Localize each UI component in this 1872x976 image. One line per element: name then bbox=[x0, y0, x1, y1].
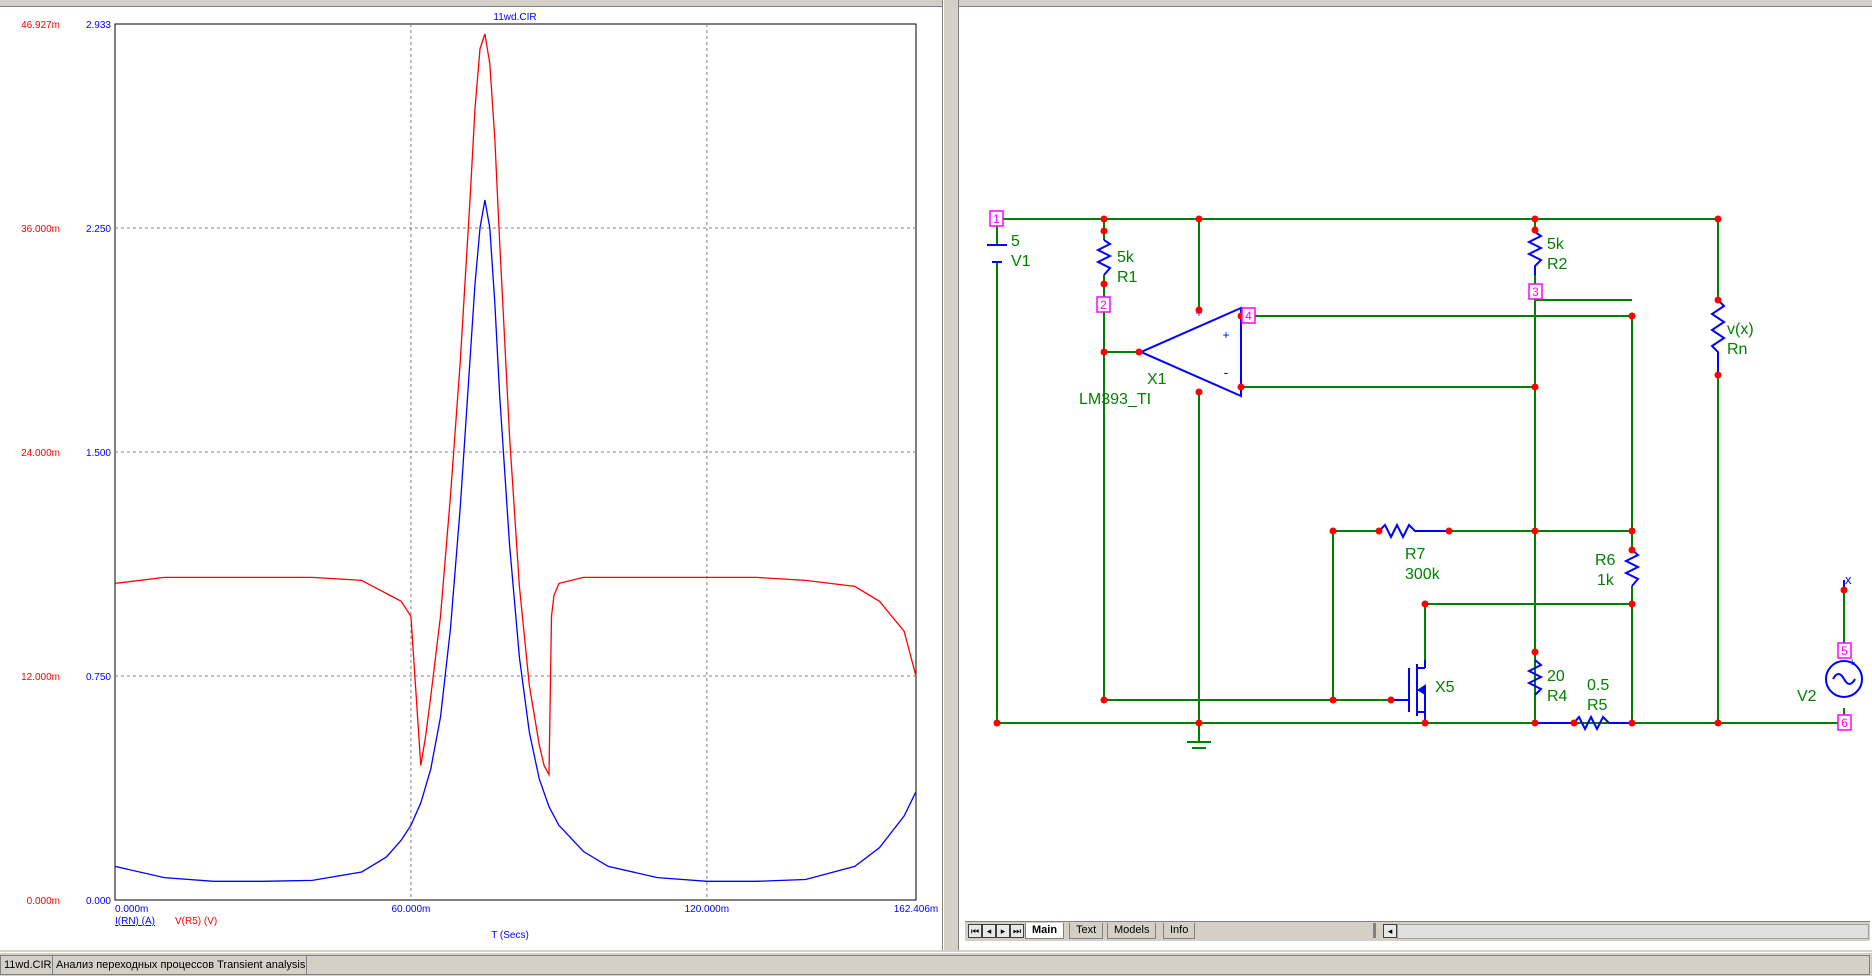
r2-value: 5k bbox=[1547, 236, 1565, 253]
hscroll-track[interactable] bbox=[1397, 924, 1869, 939]
x1-comparator bbox=[1138, 306, 1242, 398]
r7-resistor bbox=[1378, 522, 1449, 540]
v1-value: 5 bbox=[1011, 233, 1020, 250]
r4-value: 20 bbox=[1547, 668, 1565, 685]
y1-tick-label: 0.000m bbox=[27, 896, 60, 907]
r2-name: R2 bbox=[1547, 256, 1568, 273]
last-page-button[interactable]: ⏭ bbox=[1010, 924, 1024, 938]
tab-scroll-divider[interactable] bbox=[1373, 923, 1376, 938]
y1-tick-label: 12.000m bbox=[21, 672, 60, 683]
plot-top-strip bbox=[0, 0, 942, 7]
x5-name: X5 bbox=[1435, 679, 1455, 696]
x-tick-label: 0.000m bbox=[115, 904, 148, 915]
tab-info[interactable]: Info bbox=[1163, 923, 1196, 939]
legend-blue[interactable]: I(RN) (A) bbox=[115, 916, 155, 927]
node-5-label: 5 bbox=[1841, 644, 1848, 658]
tab-models[interactable]: Models bbox=[1107, 923, 1157, 939]
y1-tick-label: 36.000m bbox=[21, 224, 60, 235]
status-empty bbox=[306, 955, 1870, 975]
hscroll-left-button[interactable]: ◂ bbox=[1383, 924, 1397, 938]
schematic-tabbar: ⏮ ◂ ▸ ⏭ Main Text Models Info ◂ bbox=[965, 921, 1870, 941]
y2-tick-label: 1.500 bbox=[86, 448, 111, 459]
tab-main[interactable]: Main bbox=[1025, 923, 1065, 939]
x-tick-labels: 0.000m 60.000m 120.000m 162.406m bbox=[115, 904, 938, 915]
x-tick-label: 120.000m bbox=[685, 904, 729, 915]
x-tick-label: 60.000m bbox=[391, 904, 430, 915]
r1-resistor bbox=[1095, 239, 1113, 276]
transient-plot[interactable]: 11wd.CIR 46.927m 36.000m 24.000m 12.000m 0.0… bbox=[0, 0, 942, 950]
x-tick-label: 162.406m bbox=[894, 904, 938, 915]
v2-source bbox=[1825, 660, 1863, 698]
r4-resistor bbox=[1526, 659, 1544, 696]
r6-resistor bbox=[1623, 549, 1641, 587]
r4-name: R4 bbox=[1547, 688, 1568, 705]
schematic-pane[interactable]: x + + + - - 1 2 bbox=[959, 0, 1872, 950]
component-labels: 5 V1 5k R1 5k R2 X1 LM393_TI v(x) Rn R7 … bbox=[1011, 233, 1817, 714]
plot-pane[interactable]: 11wd.CIR 46.927m 36.000m 24.000m 12.000m 0.0… bbox=[0, 0, 943, 950]
y1-tick-label: 24.000m bbox=[21, 448, 60, 459]
schematic-canvas[interactable]: x + + + - - 1 2 bbox=[959, 0, 1872, 920]
x1-model: LM393_TI bbox=[1079, 391, 1151, 408]
r1-name: R1 bbox=[1117, 269, 1138, 286]
y2-tick-label: 0.000 bbox=[86, 896, 111, 907]
junction-dots bbox=[993, 215, 1848, 727]
node-3-label: 3 bbox=[1532, 285, 1539, 299]
status-file[interactable]: 11wd.CIR bbox=[0, 955, 54, 975]
y2-tick-label: 2.933 bbox=[86, 20, 111, 31]
y2-tick-label: 0.750 bbox=[86, 672, 111, 683]
wires bbox=[996, 218, 1845, 749]
rn-value: v(x) bbox=[1727, 321, 1754, 338]
first-page-button[interactable]: ⏮ bbox=[968, 924, 982, 938]
schematic-top-strip bbox=[959, 0, 1872, 7]
x-axis-label: T (Secs) bbox=[491, 930, 529, 941]
next-page-button[interactable]: ▸ bbox=[996, 924, 1010, 938]
node-4-label: 4 bbox=[1245, 309, 1252, 323]
plot-frame bbox=[114, 23, 917, 901]
y1-tick-label: 46.927m bbox=[21, 20, 60, 31]
v2-plus: + bbox=[1849, 657, 1855, 669]
x1-name: X1 bbox=[1147, 371, 1167, 388]
status-bar: 11wd.CIR Анализ переходных процессов Tra… bbox=[0, 952, 1872, 976]
node-2-label: 2 bbox=[1100, 298, 1107, 312]
components bbox=[987, 231, 1863, 732]
prev-page-button[interactable]: ◂ bbox=[982, 924, 996, 938]
tab-text[interactable]: Text bbox=[1069, 923, 1104, 939]
series-v-r5 bbox=[114, 33, 917, 778]
r6-value: 1k bbox=[1597, 572, 1615, 589]
node-labels: 1 2 3 4 5 6 bbox=[989, 210, 1852, 731]
y2-tick-label: 2.250 bbox=[86, 224, 111, 235]
r6-name: R6 bbox=[1595, 552, 1616, 569]
pane-splitter[interactable] bbox=[943, 0, 959, 950]
series-i-rn bbox=[114, 199, 917, 882]
x1-in-plus: + bbox=[1222, 328, 1229, 342]
y1-tick-labels: 46.927m 36.000m 24.000m 12.000m 0.000m bbox=[21, 20, 60, 907]
r7-name: R7 bbox=[1405, 546, 1426, 563]
r2-resistor bbox=[1526, 231, 1544, 275]
r5-value: 0.5 bbox=[1587, 677, 1609, 694]
rn-resistor bbox=[1710, 299, 1726, 375]
x-marker-label: x bbox=[1845, 572, 1852, 587]
node-6-label: 6 bbox=[1841, 716, 1848, 730]
r1-value: 5k bbox=[1117, 249, 1135, 266]
plot-grid bbox=[115, 24, 916, 900]
r5-name: R5 bbox=[1587, 697, 1608, 714]
status-analysis[interactable]: Анализ переходных процессов Transient an… bbox=[52, 955, 308, 975]
node-1-label: 1 bbox=[993, 212, 1000, 226]
v2-name: V2 bbox=[1797, 688, 1817, 705]
x1-in-minus: - bbox=[1224, 364, 1229, 380]
plot-title: 11wd.CIR bbox=[493, 12, 536, 23]
legend-red[interactable]: V(R5) (V) bbox=[175, 916, 217, 927]
rn-name: Rn bbox=[1727, 341, 1747, 358]
r7-value: 300k bbox=[1405, 566, 1441, 583]
v1-name: V1 bbox=[1011, 253, 1031, 270]
y2-tick-labels: 2.933 2.250 1.500 0.750 0.000 bbox=[86, 20, 111, 907]
